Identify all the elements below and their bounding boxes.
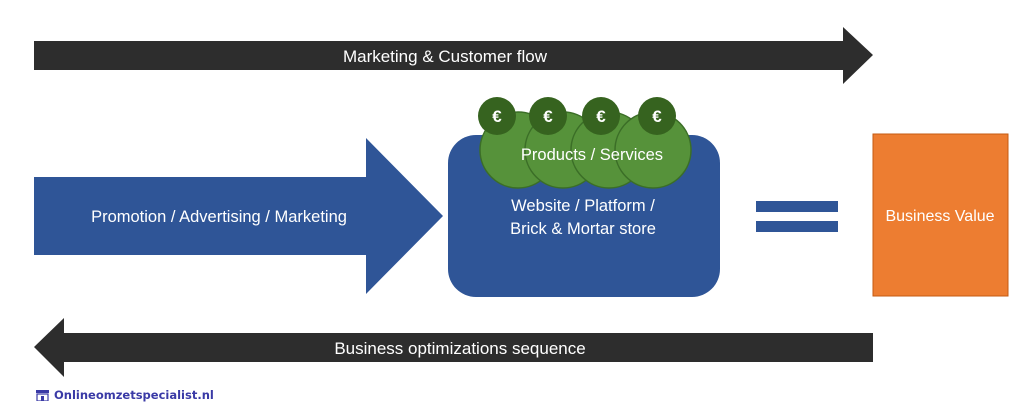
svg-text:€: € <box>596 107 606 126</box>
optimization-arrow: Business optimizations sequence <box>34 318 873 377</box>
marketing-flow-label: Marketing & Customer flow <box>343 47 548 66</box>
euro-coin-icon: € <box>638 97 676 135</box>
promotion-label: Promotion / Advertising / Marketing <box>91 208 347 226</box>
business-value-box: Business Value <box>872 133 1009 297</box>
products-label: Products / Services <box>521 146 663 164</box>
equals-icon <box>756 201 838 232</box>
svg-text:€: € <box>492 107 502 126</box>
euro-coin-icon: € <box>529 97 567 135</box>
channel-label-line1: Website / Platform / <box>511 197 655 215</box>
marketing-flow-arrow: Marketing & Customer flow <box>34 27 873 84</box>
business-value-label: Business Value <box>885 208 994 225</box>
footer-brand: Onlineomzetspecialist.nl <box>36 388 214 402</box>
euro-coin-icon: € <box>478 97 516 135</box>
euro-coin-icon: € <box>582 97 620 135</box>
svg-text:€: € <box>543 107 553 126</box>
promotion-arrow: Promotion / Advertising / Marketing <box>34 138 443 294</box>
store-icon <box>36 389 49 401</box>
svg-text:€: € <box>652 107 662 126</box>
euro-coins: € € € € <box>478 97 676 135</box>
channel-label-line2: Brick & Mortar store <box>510 220 656 238</box>
optimization-label: Business optimizations sequence <box>334 339 585 358</box>
brand-label: Onlineomzetspecialist.nl <box>54 388 214 402</box>
